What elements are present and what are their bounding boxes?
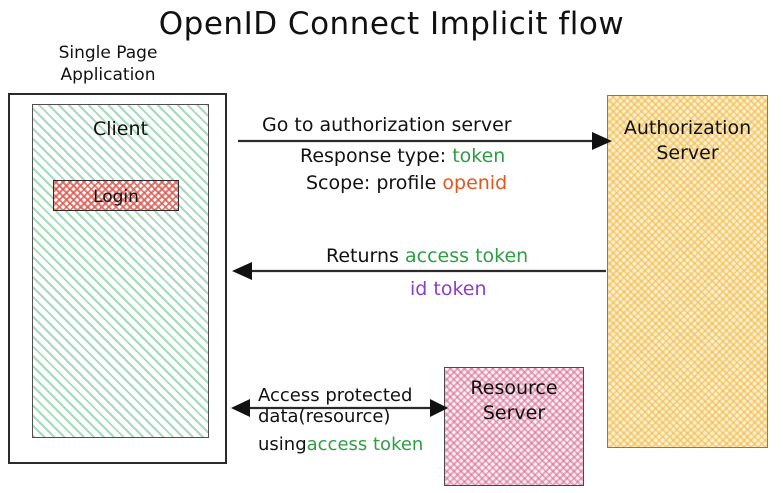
- client-box: Client: [32, 104, 209, 438]
- flow-1-label-line-3: Scope: profile openid: [306, 170, 507, 196]
- authorization-server-line-1: Authorization: [623, 117, 752, 139]
- flow-2-label-line-2: id token: [410, 276, 487, 302]
- client-label: Client: [92, 118, 148, 140]
- resource-server-line-1: Resource: [470, 377, 558, 399]
- flow-3-using-prefix: using: [258, 434, 307, 455]
- flow-2-label-line-1: Returns access token: [326, 243, 528, 269]
- page-title: OpenID Connect Implicit flow: [158, 6, 625, 42]
- flow-1-scope-prefix: Scope: profile: [306, 172, 443, 194]
- login-button[interactable]: Login: [53, 180, 179, 211]
- flow-1-label-line-2: Response type: token: [300, 143, 505, 169]
- spa-caption-line-2: Application: [60, 65, 156, 85]
- flow-1-label-line-1: Go to authorization server: [262, 114, 512, 136]
- flow-3-access-token: access token: [306, 434, 424, 455]
- flow-3-label-line-1: Access protected: [258, 385, 413, 406]
- resource-server-line-2: Server: [482, 402, 546, 424]
- flow-2-access-token: access token: [405, 245, 529, 267]
- authorization-server-label: Authorization Server: [608, 116, 767, 166]
- flow-3-label-line-3: usingaccess token: [258, 432, 423, 458]
- spa-caption-line-1: Single Page: [58, 43, 158, 63]
- flow-1-response-type-value: token: [452, 145, 506, 167]
- flow-2-id-token: id token: [410, 278, 487, 300]
- authorization-server-line-2: Server: [656, 142, 719, 164]
- flow-2-returns-prefix: Returns: [326, 245, 405, 267]
- flow-1-scope-openid: openid: [442, 172, 508, 194]
- login-label: Login: [93, 187, 139, 207]
- authorization-server-box: Authorization Server: [607, 95, 768, 448]
- resource-server-label: Resource Server: [445, 376, 583, 426]
- flow-3-label-line-2: data(resource): [258, 406, 391, 427]
- resource-server-box: Resource Server: [444, 367, 584, 486]
- flow-1-response-type-prefix: Response type:: [300, 145, 453, 167]
- single-page-application-caption: Single Page Application: [38, 42, 178, 86]
